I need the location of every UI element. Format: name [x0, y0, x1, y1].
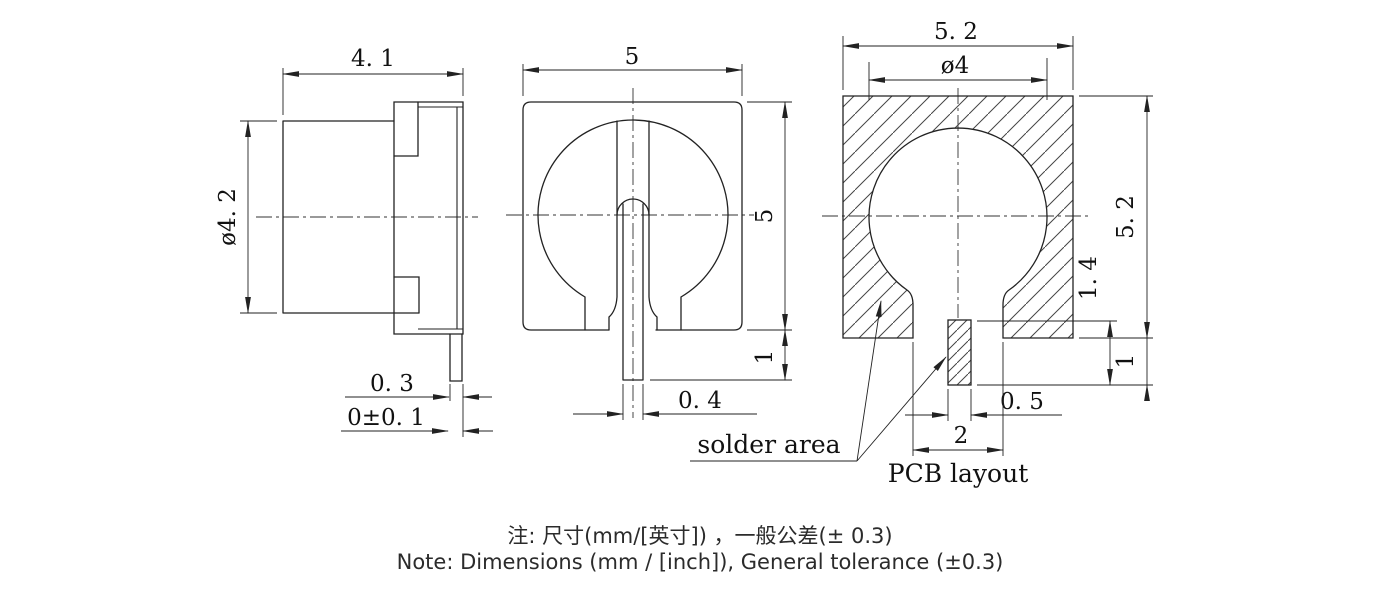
dim-pcb-pad-width-text: 0. 5: [1000, 389, 1044, 415]
dim-pcb-width: 5. 2: [842, 19, 1074, 90]
side-view-pin: [449, 333, 463, 382]
dim-front-pin-width: 0. 4: [573, 384, 757, 420]
notes: 注: 尺寸(mm/[英寸]) ，一般公差(± 0.3) Note: Dimens…: [397, 524, 1004, 574]
dim-side-pin-thickness: 0. 3: [345, 371, 492, 437]
front-view-slot: [608, 120, 658, 331]
side-view-cap-inner-lines: [418, 106, 463, 330]
dim-side-pin-thickness-text: 0. 3: [370, 371, 414, 397]
dim-pcb-slot-width-text: 2: [954, 423, 969, 449]
front-view-core-bump: [616, 198, 650, 216]
dim-side-pin-flush: 0±0. 1: [341, 405, 493, 434]
side-view-top-tab: [393, 101, 419, 157]
dim-front-pin-protrusion: 1: [650, 329, 792, 381]
solder-area-label: solder area: [697, 430, 840, 459]
front-view-housing: [522, 101, 743, 331]
dim-side-diameter-text: ø4. 2: [215, 188, 241, 246]
dim-side-width: 4. 1: [282, 46, 464, 115]
dim-front-pin-protrusion-text: 1: [752, 350, 778, 365]
side-view-body: [282, 120, 420, 314]
dim-front-pin-width-text: 0. 4: [678, 388, 722, 414]
pcb-board-hatched: [842, 95, 1074, 339]
note-line-en: Note: Dimensions (mm / [inch]), General …: [397, 550, 1004, 574]
pcb-solder-pad: [947, 319, 972, 386]
dim-front-width-text: 5: [625, 44, 640, 70]
dim-pcb-pad-width: 0. 5: [905, 389, 1062, 421]
dim-front-height-text: 5: [752, 209, 778, 224]
dim-pcb-width-text: 5. 2: [934, 19, 978, 45]
dim-pcb-height: 5. 2: [1079, 95, 1153, 339]
side-view-cap: [393, 101, 464, 335]
dim-pcb-pad-protrusion-text: 1: [1113, 354, 1139, 369]
side-view: 4. 1 ø4. 2 0. 3 0±0. 1: [215, 46, 493, 437]
pcb-view: 5. 2 ø4 5. 2 1. 4 1: [690, 19, 1153, 488]
dim-pcb-pad-length-text: 1. 4: [1076, 256, 1102, 300]
dim-front-height: 5: [747, 101, 792, 331]
dim-pcb-pad-protrusion: 1: [977, 338, 1153, 401]
front-view-pin: [622, 203, 644, 381]
pcb-view-title: PCB layout: [888, 459, 1029, 488]
front-view: 5 5 1 0. 4: [506, 44, 792, 420]
dim-pcb-pad-length: 1. 4: [977, 256, 1117, 386]
solder-area-callout: solder area: [690, 300, 947, 462]
dim-pcb-hole-diameter-text: ø4: [941, 53, 969, 79]
front-view-circle: [537, 119, 729, 331]
dim-side-width-text: 4. 1: [351, 46, 395, 72]
dim-pcb-height-text: 5. 2: [1113, 195, 1139, 239]
dim-pcb-slot-width: 2: [912, 342, 1004, 456]
dim-side-diameter: ø4. 2: [215, 120, 277, 314]
side-view-bottom-tab: [393, 276, 420, 314]
dim-side-pin-flush-text: 0±0. 1: [347, 405, 425, 431]
dim-front-width: 5: [522, 44, 743, 96]
dim-pcb-hole-diameter: ø4: [868, 53, 1048, 100]
note-line-zh: 注: 尺寸(mm/[英寸]) ，一般公差(± 0.3): [507, 524, 892, 548]
